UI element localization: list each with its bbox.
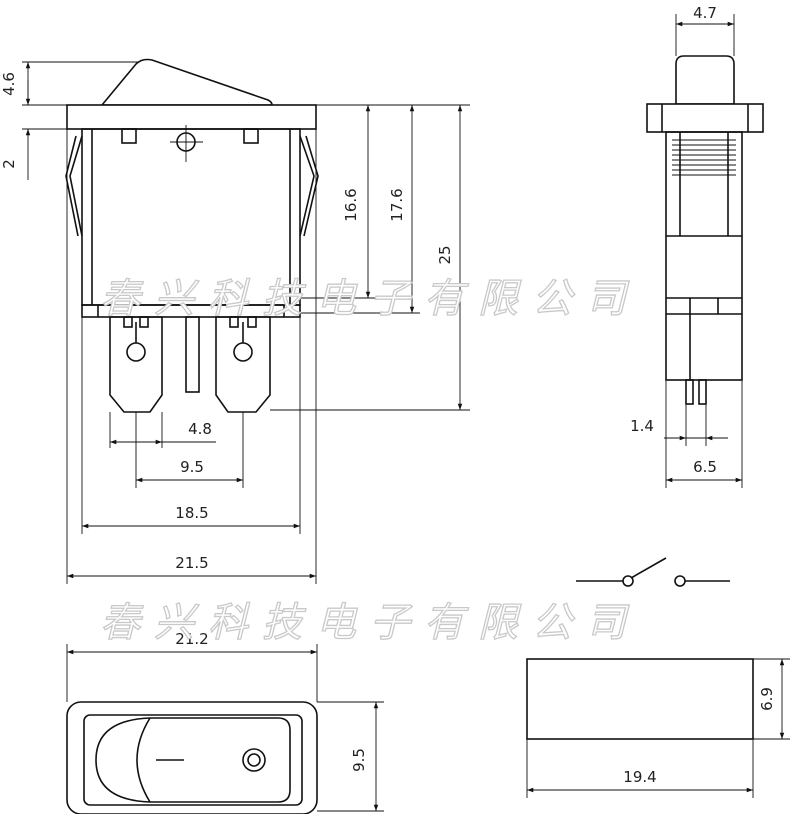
- dim-pitch-small: 4.8: [188, 420, 212, 438]
- top-outline: [66, 701, 318, 814]
- dim-inner-height-1: 16.6: [342, 188, 360, 221]
- side-knob: [675, 55, 735, 105]
- side-pin-right: [698, 379, 707, 405]
- dim-side-top: 4.7: [693, 4, 717, 22]
- dim-pitch: 9.5: [180, 458, 204, 476]
- top-rocker: [95, 717, 291, 803]
- dim-pin-width: 1.4: [630, 417, 654, 435]
- front-view: [65, 58, 319, 413]
- dim-cutout-height: 6.9: [758, 687, 776, 711]
- dim-top-height: 9.5: [350, 748, 368, 772]
- side-view: [646, 55, 764, 405]
- right-latch: [299, 135, 315, 237]
- dim-flange-width: 21.5: [175, 554, 208, 572]
- rocker-knob: [100, 58, 273, 106]
- left-latch: [69, 135, 83, 237]
- panel-cutout: 6.9 19.4: [526, 658, 790, 798]
- top-view: [66, 701, 318, 814]
- front-left-dims: 4.6 2: [0, 61, 140, 180]
- terminal-left: [109, 316, 163, 413]
- side-ribs: [672, 139, 736, 176]
- dim-knob-height: 4.6: [0, 72, 18, 96]
- dim-body-width: 18.5: [175, 504, 208, 522]
- terminal-right: [215, 316, 271, 413]
- dim-cutout-width: 19.4: [623, 768, 656, 786]
- side-dims: 4.7 1.4 6.5: [630, 4, 743, 488]
- switch-symbol: [576, 557, 730, 587]
- on-mark-inner: [247, 753, 261, 767]
- cutout-rect: [526, 658, 754, 740]
- dim-total-height: 25: [436, 245, 454, 264]
- dim-inner-height-2: 17.6: [388, 188, 406, 221]
- watermark-lower: 春兴科技电子有限公司: [100, 600, 640, 646]
- top-dims: 21.2 9.5: [66, 630, 384, 812]
- on-mark-outer: [242, 748, 266, 772]
- dim-top-width: 21.2: [175, 630, 208, 648]
- dim-flange: 2: [0, 159, 18, 169]
- front-flange: [66, 104, 317, 130]
- terminal-center: [185, 316, 200, 393]
- dim-side-width: 6.5: [693, 458, 717, 476]
- side-body: [665, 131, 743, 381]
- side-pin-left: [685, 379, 694, 405]
- front-right-dims: 16.6 17.6 25: [270, 104, 470, 411]
- side-flange: [646, 103, 764, 133]
- watermark-upper: 春兴科技电子有限公司: [100, 276, 640, 322]
- front-bottom-dims: 4.8 9.5 18.5 21.5: [66, 129, 317, 584]
